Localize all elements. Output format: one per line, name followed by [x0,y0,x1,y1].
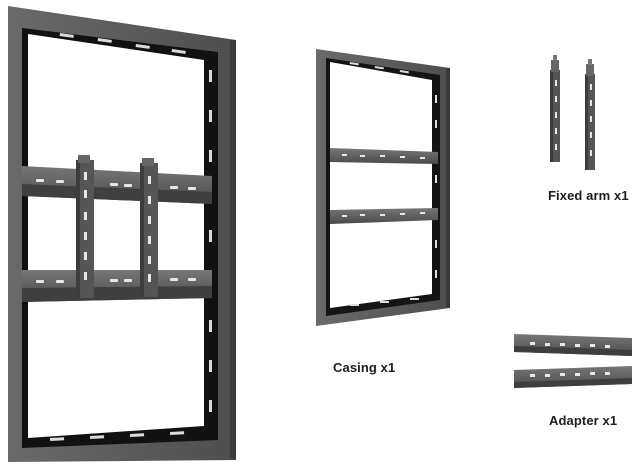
fixed-arm-1 [550,55,560,162]
adapter-bar-1 [514,334,632,356]
fixed-arm-2 [585,59,595,170]
assembled-mount [8,6,236,462]
casing-label: Casing x1 [333,360,396,375]
casing [316,49,450,326]
adapter-label: Adapter x1 [549,413,618,428]
fixed-arms [550,55,595,170]
adapters [514,334,632,388]
assembled-arm-left [76,155,94,298]
fixed-arm-label: Fixed arm x1 [548,188,629,203]
assembled-arm-right [140,158,158,297]
adapter-bar-2 [514,366,632,388]
